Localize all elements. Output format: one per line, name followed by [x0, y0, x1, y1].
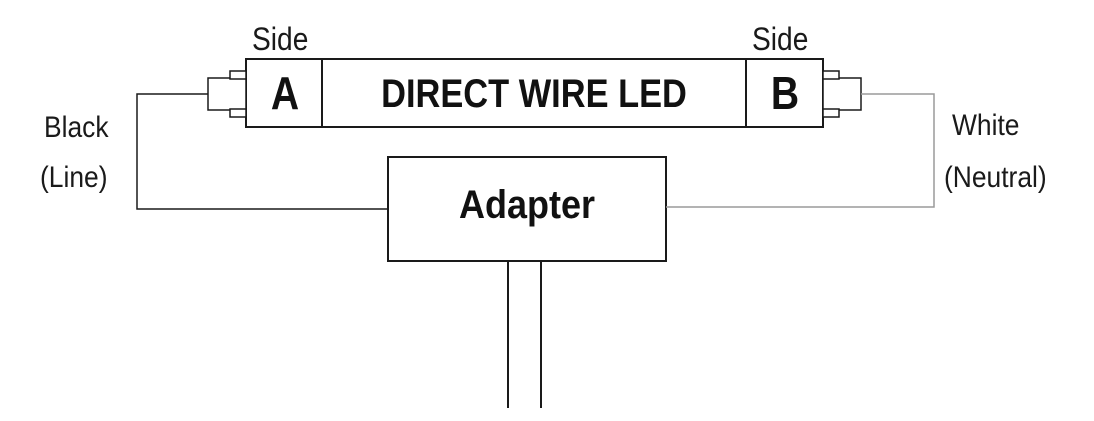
black-line-wire: [136, 93, 388, 210]
side-b-letter: B: [770, 67, 800, 119]
adapter-label: Adapter: [458, 183, 596, 227]
black-wire-role-label: (Line): [40, 161, 108, 194]
white-wire-role-label: (Neutral): [944, 161, 1047, 194]
white-wire-color-label: White: [952, 109, 1020, 142]
white-neutral-wire: [666, 93, 935, 208]
side-a-heading: Side: [252, 21, 309, 57]
side-b-pins: [822, 70, 862, 118]
tube-title: DIRECT WIRE LED: [381, 72, 687, 116]
black-wire-color-label: Black: [44, 111, 109, 144]
side-b-heading: Side: [752, 21, 809, 57]
side-a-letter: A: [270, 67, 300, 119]
side-a-pins: [207, 70, 247, 118]
